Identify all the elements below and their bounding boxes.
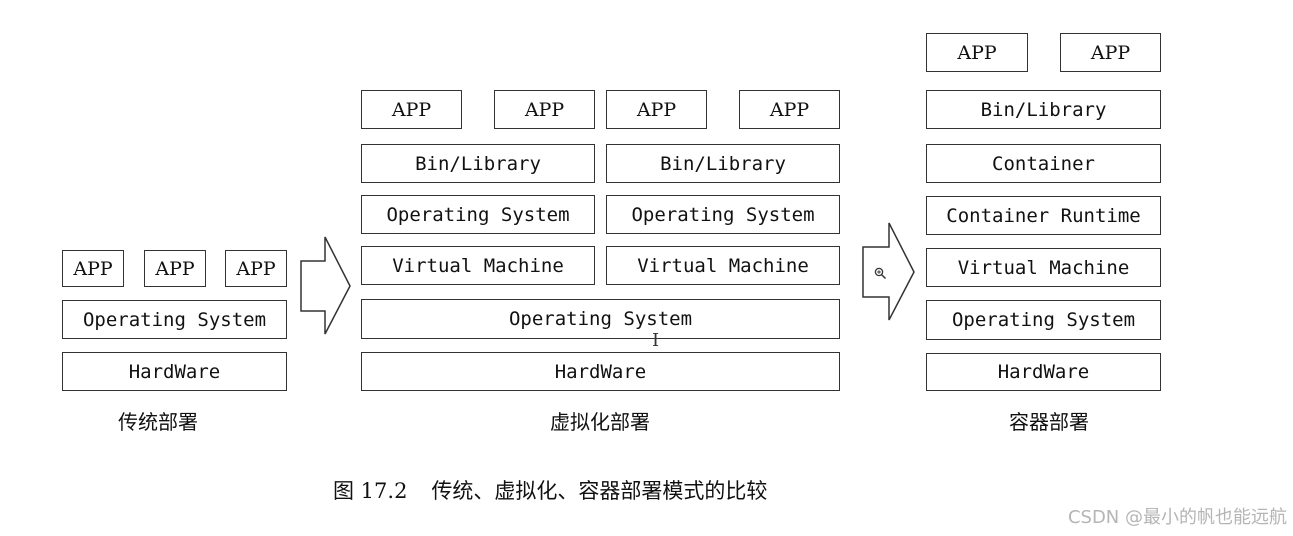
- vm-left-bin-library: Bin/Library: [361, 144, 595, 183]
- figure-caption: 图 17.2 传统、虚拟化、容器部署模式的比较: [333, 475, 767, 505]
- figure-number: 图 17.2: [333, 479, 408, 503]
- vm-right-app-1: APP: [606, 90, 707, 129]
- right-arrow-outline-icon: [862, 222, 915, 321]
- container-hardware: HardWare: [926, 353, 1161, 391]
- vm-left-virtual-machine: Virtual Machine: [361, 246, 595, 285]
- traditional-app-3: APP: [225, 250, 287, 287]
- traditional-label: 传统部署: [118, 410, 198, 434]
- figure-caption-text: 传统、虚拟化、容器部署模式的比较: [431, 479, 768, 503]
- traditional-app-1: APP: [62, 250, 124, 287]
- container-app-2: APP: [1060, 33, 1161, 72]
- vm-host-os: Operating System: [361, 299, 840, 339]
- container-bin-library: Bin/Library: [926, 90, 1161, 129]
- container-container: Container: [926, 144, 1161, 183]
- container-virtual-machine: Virtual Machine: [926, 248, 1161, 287]
- vm-right-virtual-machine: Virtual Machine: [606, 246, 840, 285]
- container-os: Operating System: [926, 300, 1161, 340]
- vm-hardware: HardWare: [361, 352, 840, 391]
- vm-left-app-1: APP: [361, 90, 462, 129]
- right-arrow-outline-icon: [300, 236, 351, 335]
- container-app-1: APP: [926, 33, 1028, 72]
- vm-right-bin-library: Bin/Library: [606, 144, 840, 183]
- watermark: CSDN @最小的帆也能远航: [1067, 507, 1287, 528]
- text-cursor-icon: I: [652, 330, 660, 351]
- vm-left-os: Operating System: [361, 195, 595, 234]
- zoom-in-icon: [874, 267, 887, 280]
- vm-right-os: Operating System: [606, 195, 840, 234]
- vm-right-app-2: APP: [739, 90, 840, 129]
- traditional-app-2: APP: [144, 250, 206, 287]
- traditional-hardware: HardWare: [62, 352, 287, 391]
- container-runtime: Container Runtime: [926, 196, 1161, 235]
- vm-left-app-2: APP: [494, 90, 595, 129]
- virtualization-label: 虚拟化部署: [550, 410, 650, 434]
- container-label: 容器部署: [1009, 410, 1089, 434]
- traditional-os: Operating System: [62, 300, 287, 339]
